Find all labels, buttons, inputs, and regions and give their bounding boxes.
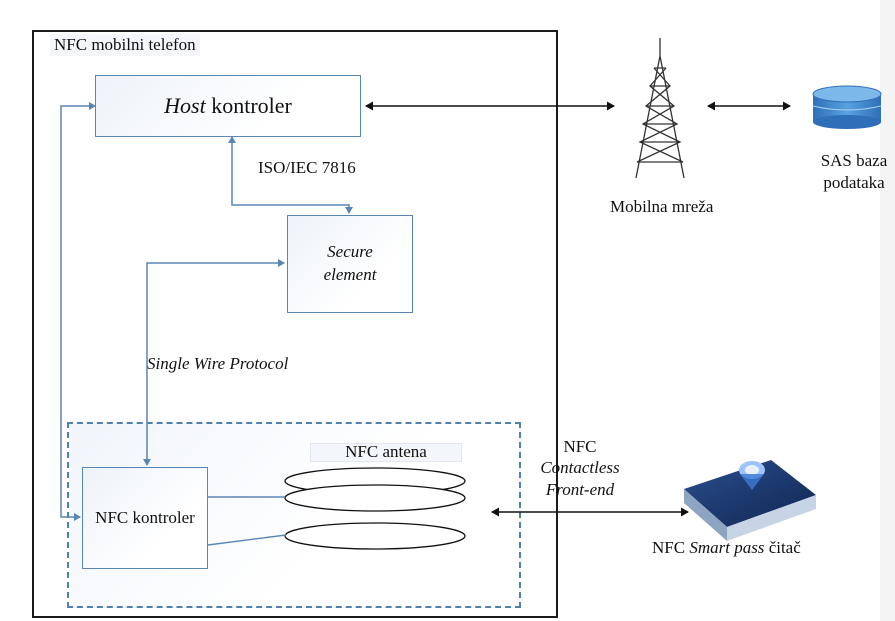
antenna-lead-2 <box>207 534 287 546</box>
secure-element-box: Secure element <box>287 215 413 313</box>
nfc-controller-box: NFC kontroler <box>82 467 208 569</box>
secure-element-line2: element <box>323 265 377 284</box>
cell-tower-icon <box>635 38 685 179</box>
nfc-phone-frame <box>32 30 558 618</box>
iso-connector <box>228 136 353 214</box>
host-nfc-connector <box>60 102 96 521</box>
host-controller-italic: Host <box>164 93 206 118</box>
database-line2: podataka <box>823 173 885 193</box>
host-controller-box: Host kontroler <box>95 75 361 137</box>
reader-prefix: NFC <box>652 538 690 557</box>
database-icon <box>812 85 882 129</box>
secure-element-line1: Secure <box>327 242 373 262</box>
database-line1: SAS baza <box>820 151 888 170</box>
swp-connector <box>143 259 285 466</box>
contactless-label: NFC Contactless Front-end <box>520 436 640 500</box>
database-label: SAS baza podataka <box>809 150 895 194</box>
phone-label: NFC mobilni telefon <box>50 34 200 56</box>
reader-suffix: čitač <box>764 538 801 557</box>
contactless-line1: NFC <box>563 437 597 456</box>
antenna-label: NFC antena <box>310 443 462 462</box>
nfc-reader-icon <box>684 460 816 541</box>
reader-label: NFC Smart pass čitač <box>652 538 801 558</box>
reader-italic: Smart pass <box>689 538 765 557</box>
network-label: Mobilna mreža <box>610 197 714 216</box>
contactless-line2: Contactless <box>540 458 620 478</box>
host-controller-text: kontroler <box>205 93 292 118</box>
right-edge-strip <box>880 0 895 621</box>
contactless-line3: Front-end <box>545 479 615 499</box>
antenna-coil-3 <box>284 522 466 550</box>
antenna-coil-2 <box>284 484 466 512</box>
nfc-controller-label: NFC kontroler <box>95 508 195 527</box>
